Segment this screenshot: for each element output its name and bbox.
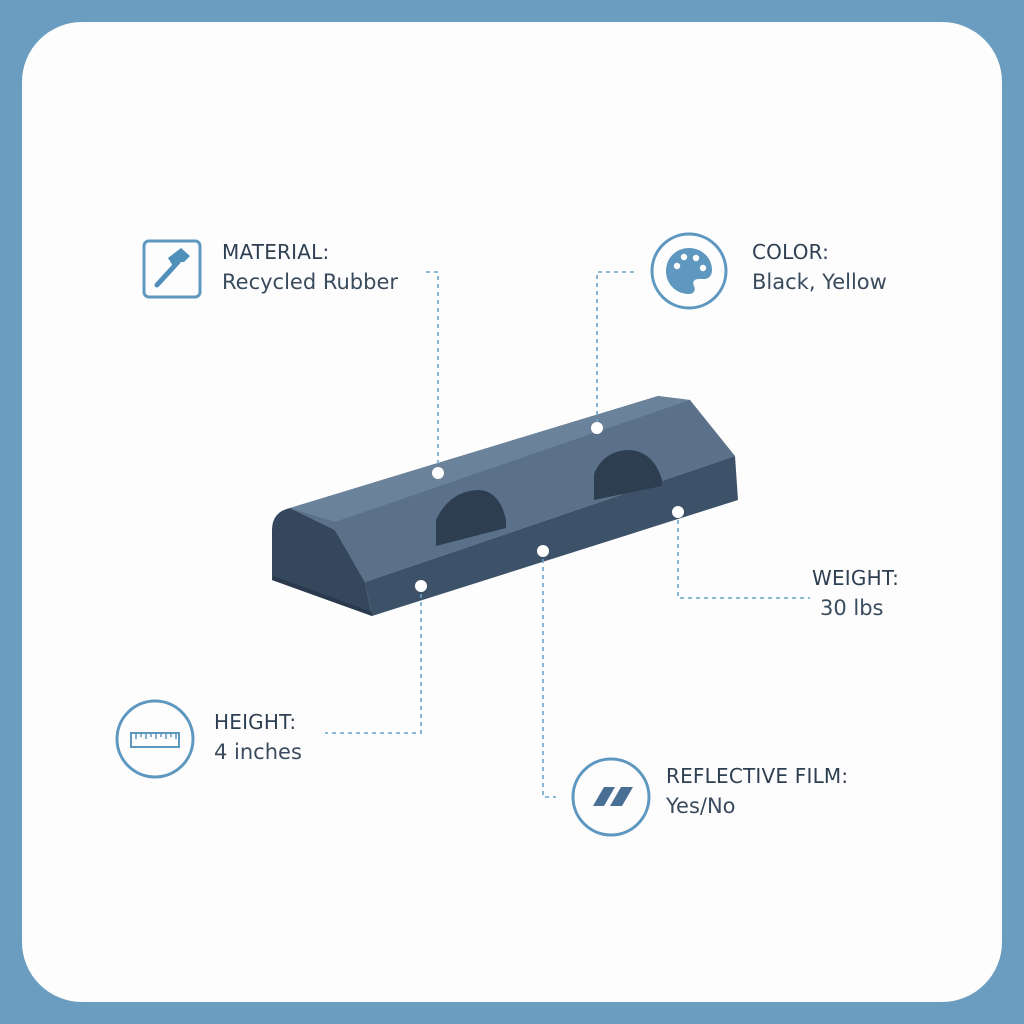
product-arch-left (436, 490, 506, 546)
palette-icon (650, 232, 728, 310)
height-label: HEIGHT: (214, 710, 297, 734)
dot-reflective (537, 545, 549, 557)
material-label: MATERIAL: (222, 240, 330, 264)
dot-material (432, 467, 444, 479)
hammer-icon (142, 239, 202, 299)
leader-reflective (542, 551, 556, 798)
spec-height: HEIGHT: 4 inches (214, 710, 302, 764)
product-arch-right (594, 450, 662, 500)
weight-value: 30 lbs (820, 596, 884, 620)
product-top-face (290, 396, 735, 582)
spec-material: MATERIAL: Recycled Rubber (222, 240, 398, 294)
spec-reflective-film: REFLECTIVE FILM: Yes/No (666, 764, 848, 818)
height-value: 4 inches (214, 740, 302, 764)
dot-weight (672, 506, 684, 518)
product-end-shading (272, 576, 372, 616)
dot-height (415, 580, 427, 592)
spec-color: COLOR: Black, Yellow (752, 240, 887, 294)
weight-label: WEIGHT: (812, 566, 900, 590)
material-value: Recycled Rubber (222, 270, 399, 294)
color-label: COLOR: (752, 240, 830, 264)
product-front-face (365, 456, 738, 616)
wheel-stop-product (272, 396, 738, 616)
reflective-label: REFLECTIVE FILM: (666, 764, 849, 788)
dot-color (591, 422, 603, 434)
spec-weight: WEIGHT: 30 lbs (812, 566, 899, 620)
reflective-strip-icon (571, 757, 651, 837)
leader-lines (325, 271, 810, 798)
product-top-ridge (290, 396, 690, 522)
leader-color (596, 271, 634, 427)
anchor-dots (415, 422, 684, 592)
ruler-icon (115, 699, 195, 779)
leader-material (426, 271, 439, 472)
reflective-value: Yes/No (666, 794, 736, 818)
leader-weight (677, 512, 810, 599)
color-value: Black, Yellow (752, 270, 887, 294)
leader-height (325, 586, 422, 734)
